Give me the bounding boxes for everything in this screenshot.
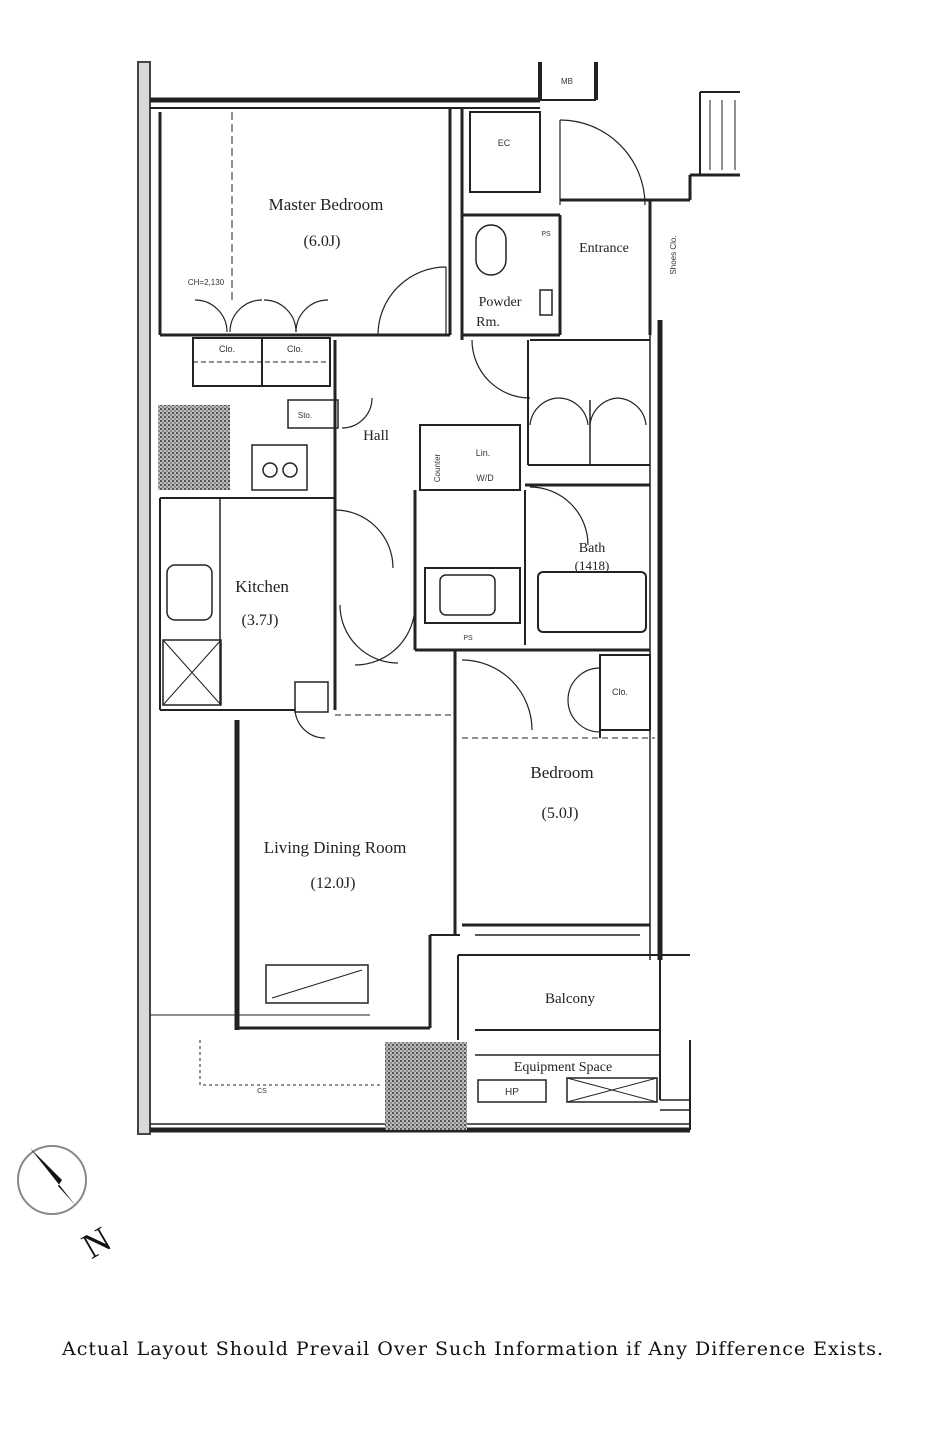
shoes-closet-label: Shoes Clo. <box>669 235 678 274</box>
ms-label: MB <box>561 77 573 86</box>
closets <box>192 299 651 733</box>
disclaimer-text: Actual Layout Should Prevail Over Such I… <box>61 1338 885 1360</box>
bedroom-size: (5.0J) <box>542 805 579 822</box>
bath-label: Bath <box>579 541 605 556</box>
north-compass: N <box>17 1145 118 1267</box>
linen-label: Lin. <box>476 448 491 458</box>
ps-label-2: PS <box>463 635 473 642</box>
kitchen-label: Kitchen <box>235 577 289 596</box>
doors <box>294 119 646 739</box>
balcony-label: Balcony <box>545 991 595 1007</box>
cs-label: CS <box>257 1088 267 1095</box>
hall-label: Hall <box>363 428 389 444</box>
powder-room-label: Powder <box>479 295 522 310</box>
floor-plan: Master Bedroom (6.0J) Kitchen (3.7J) Liv… <box>17 61 740 1267</box>
closet-label-3: Clo. <box>612 687 628 697</box>
north-label: N <box>75 1219 118 1267</box>
closet-label-2: Clo. <box>287 344 303 354</box>
kitchen-size: (3.7J) <box>242 612 279 629</box>
powder-room-label-2: Rm. <box>476 315 500 330</box>
ceiling-height-label: CH=2,130 <box>188 278 225 287</box>
storage-label: Sto. <box>298 411 312 420</box>
living-dining-size: (12.0J) <box>311 875 356 892</box>
equipment-space-label: Equipment Space <box>514 1060 612 1075</box>
ps-label-1: PS <box>541 231 551 238</box>
bedroom-label: Bedroom <box>530 763 593 782</box>
ec-label: EC <box>498 138 511 148</box>
wd-label: W/D <box>476 473 494 483</box>
closet-label-1: Clo. <box>219 344 235 354</box>
compass-needle-icon <box>30 1148 76 1206</box>
counter-label: Counter <box>433 453 442 482</box>
master-bedroom-label: Master Bedroom <box>269 195 384 214</box>
hatched-area-2 <box>385 1042 467 1130</box>
hp-label: HP <box>505 1087 519 1098</box>
entrance-label: Entrance <box>579 241 629 256</box>
bath-size: (1418) <box>575 558 610 573</box>
living-dining-label: Living Dining Room <box>264 838 407 857</box>
hatched-area-1 <box>158 405 230 490</box>
master-bedroom-size: (6.0J) <box>304 233 341 250</box>
interior-walls <box>150 108 690 1111</box>
fixtures <box>162 224 658 1103</box>
